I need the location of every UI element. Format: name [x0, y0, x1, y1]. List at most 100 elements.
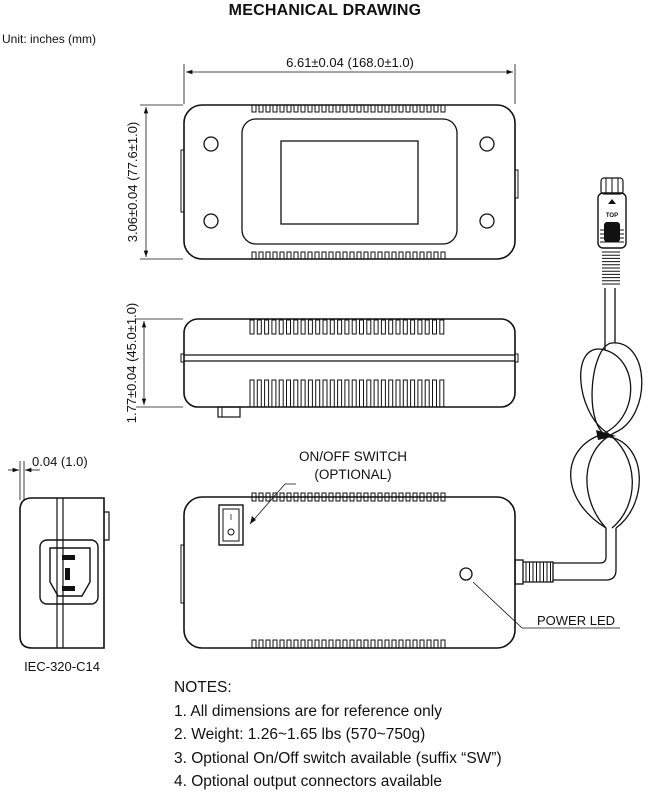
vent-slot — [342, 492, 348, 502]
vent-slot — [278, 379, 284, 408]
vent-slot — [258, 104, 264, 113]
vent-slot — [258, 251, 264, 260]
vent-slot — [337, 319, 343, 335]
vent-slot — [300, 639, 306, 649]
vent-slot — [440, 492, 446, 502]
side-view — [136, 318, 519, 418]
vent-slot — [329, 379, 335, 408]
vent-slot — [321, 251, 327, 260]
note-item: 4. Optional output connectors available — [174, 773, 442, 790]
vent-slot — [359, 379, 364, 408]
vent-slot — [356, 639, 362, 649]
screw-hole — [203, 213, 219, 229]
vent-slot — [419, 492, 425, 502]
vent-slot — [405, 639, 411, 649]
vent-slot — [272, 104, 278, 113]
vent-slot — [307, 319, 313, 335]
note-item: 3. Optional On/Off switch available (suf… — [174, 749, 502, 767]
vent-slot — [356, 251, 362, 260]
vent-slot — [432, 319, 437, 335]
vent-slot — [279, 251, 285, 260]
vent-slot — [433, 492, 439, 502]
vent-slot — [249, 379, 255, 408]
vent-slot — [440, 104, 446, 113]
vent-slot — [398, 104, 404, 113]
vent-slot — [388, 379, 394, 408]
vent-slot — [391, 251, 397, 260]
vent-slot — [377, 639, 383, 649]
vent-slot — [328, 492, 334, 502]
end-view — [8, 461, 110, 649]
vent-slot — [335, 639, 341, 649]
vent-slot — [293, 251, 299, 260]
vent-slot — [342, 104, 348, 113]
vent-slot — [440, 251, 446, 260]
note-item: 1. All dimensions are for reference only — [174, 702, 442, 720]
vent-slot — [272, 251, 278, 260]
vent-slot — [314, 492, 320, 502]
vent-slot — [337, 379, 343, 408]
vent-slot — [426, 251, 432, 260]
vent-slot — [321, 639, 327, 649]
vent-slot — [433, 251, 439, 260]
inlet-offset-dimension: 0.04 (1.0) — [32, 454, 88, 469]
vent-slot — [349, 492, 355, 502]
side-housing — [183, 318, 516, 408]
vent-slot — [398, 639, 404, 649]
vent-slot — [380, 319, 386, 335]
vent-slot — [426, 104, 432, 113]
screw-hole — [479, 136, 495, 152]
vent-slot — [322, 319, 328, 335]
vent-slot — [300, 379, 306, 408]
vent-slot — [405, 104, 411, 113]
length-dimension: 6.61±0.04 (168.0±1.0) — [286, 55, 414, 70]
vent-slot — [265, 104, 271, 113]
vent-slot — [395, 319, 401, 335]
output-cable — [553, 177, 643, 581]
cable-tie — [596, 430, 616, 440]
vent-slot — [349, 639, 355, 649]
vent-slot — [307, 639, 313, 649]
vent-slot — [377, 104, 383, 113]
on-off-switch — [218, 504, 244, 546]
vent-slot — [349, 251, 355, 260]
width-dimension: 3.06±0.04 (77.6±1.0) — [125, 122, 140, 243]
vent-slot — [405, 492, 411, 502]
vent-slot — [258, 492, 264, 502]
vent-slot — [405, 251, 411, 260]
vent-slot — [279, 639, 285, 649]
vent-slot — [398, 492, 404, 502]
vent-slot — [373, 379, 379, 408]
vent-slot — [251, 639, 257, 649]
vent-slot — [419, 104, 425, 113]
vent-slot — [398, 251, 404, 260]
vent-slot — [286, 639, 292, 649]
notes-heading: NOTES: — [174, 679, 232, 696]
vent-slot — [417, 319, 423, 335]
vent-slot — [293, 319, 299, 335]
vent-slot — [388, 319, 394, 335]
vent-slot — [265, 492, 271, 502]
vent-slot — [412, 639, 418, 649]
vent-slot — [328, 251, 334, 260]
vent-slot — [426, 639, 432, 649]
vent-slot — [373, 319, 379, 335]
inlet-label: IEC-320-C14 — [24, 659, 100, 674]
vent-slot — [251, 492, 257, 502]
vent-slot — [356, 492, 362, 502]
vent-slot — [384, 251, 390, 260]
vent-slot — [265, 639, 271, 649]
vent-slot — [426, 492, 432, 502]
vent-slot — [417, 379, 423, 408]
vent-slot — [251, 251, 257, 260]
vent-slot — [391, 104, 397, 113]
vent-slot — [256, 379, 262, 408]
power-led-label: POWER LED — [537, 613, 615, 628]
vent-slot — [272, 639, 278, 649]
vent-slot — [363, 639, 369, 649]
screw-hole — [203, 136, 219, 152]
vent-slot — [424, 319, 430, 335]
vent-slot — [314, 251, 320, 260]
vent-slot — [370, 492, 376, 502]
iec-inlet — [39, 539, 99, 605]
